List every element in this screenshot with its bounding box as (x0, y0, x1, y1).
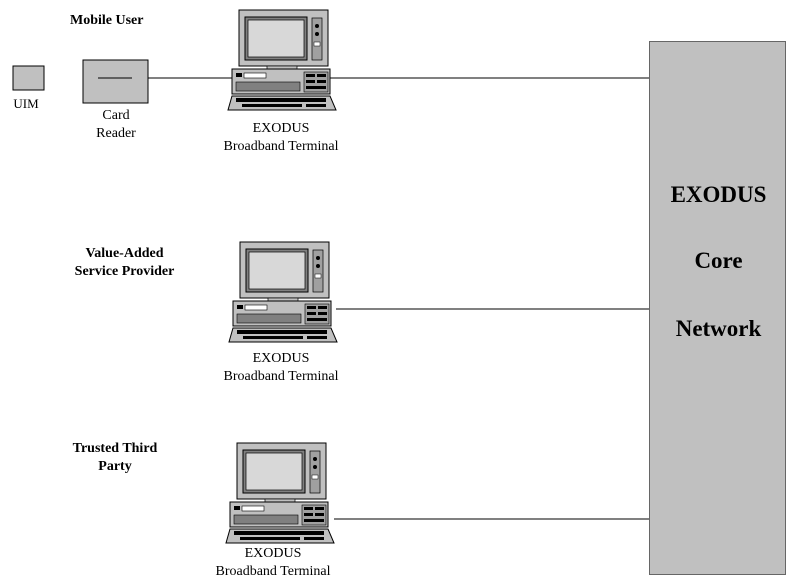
card-reader-label: Card Reader (86, 107, 146, 142)
core-network-box: EXODUS Core Network (649, 41, 786, 575)
ttp-label-line1: Trusted Third (72, 441, 158, 456)
vasp-label: Value-Added Service Provider (57, 245, 192, 280)
mobile-terminal-label-line2: Broadband Terminal (223, 138, 339, 154)
card-reader-label-line1: Card (102, 108, 130, 123)
card-reader-label-line2: Reader (96, 125, 136, 141)
core-network-label-line2: Core (694, 248, 743, 273)
ttp-label: Trusted Third Party (55, 440, 175, 475)
ttp-terminal-label-line2: Broadband Terminal (215, 563, 331, 579)
mobile-terminal-label-line1: EXODUS (252, 121, 310, 136)
vasp-terminal-label: EXODUS Broadband Terminal (201, 350, 361, 385)
ttp-terminal-label-line1: EXODUS (244, 546, 302, 561)
core-network-label-line3: Network (675, 316, 762, 341)
mobile-user-label: Mobile User (70, 13, 144, 28)
vasp-terminal-label-line2: Broadband Terminal (223, 368, 339, 384)
mobile-terminal-label: EXODUS Broadband Terminal (201, 120, 361, 155)
vasp-label-line2: Service Provider (74, 263, 175, 279)
ttp-label-line2: Party (98, 458, 132, 474)
ttp-terminal-label: EXODUS Broadband Terminal (193, 545, 353, 580)
vasp-label-line1: Value-Added (85, 246, 164, 261)
core-network-label-line1: EXODUS (670, 182, 767, 207)
uim-label: UIM (13, 96, 39, 111)
vasp-terminal-label-line1: EXODUS (252, 351, 310, 366)
